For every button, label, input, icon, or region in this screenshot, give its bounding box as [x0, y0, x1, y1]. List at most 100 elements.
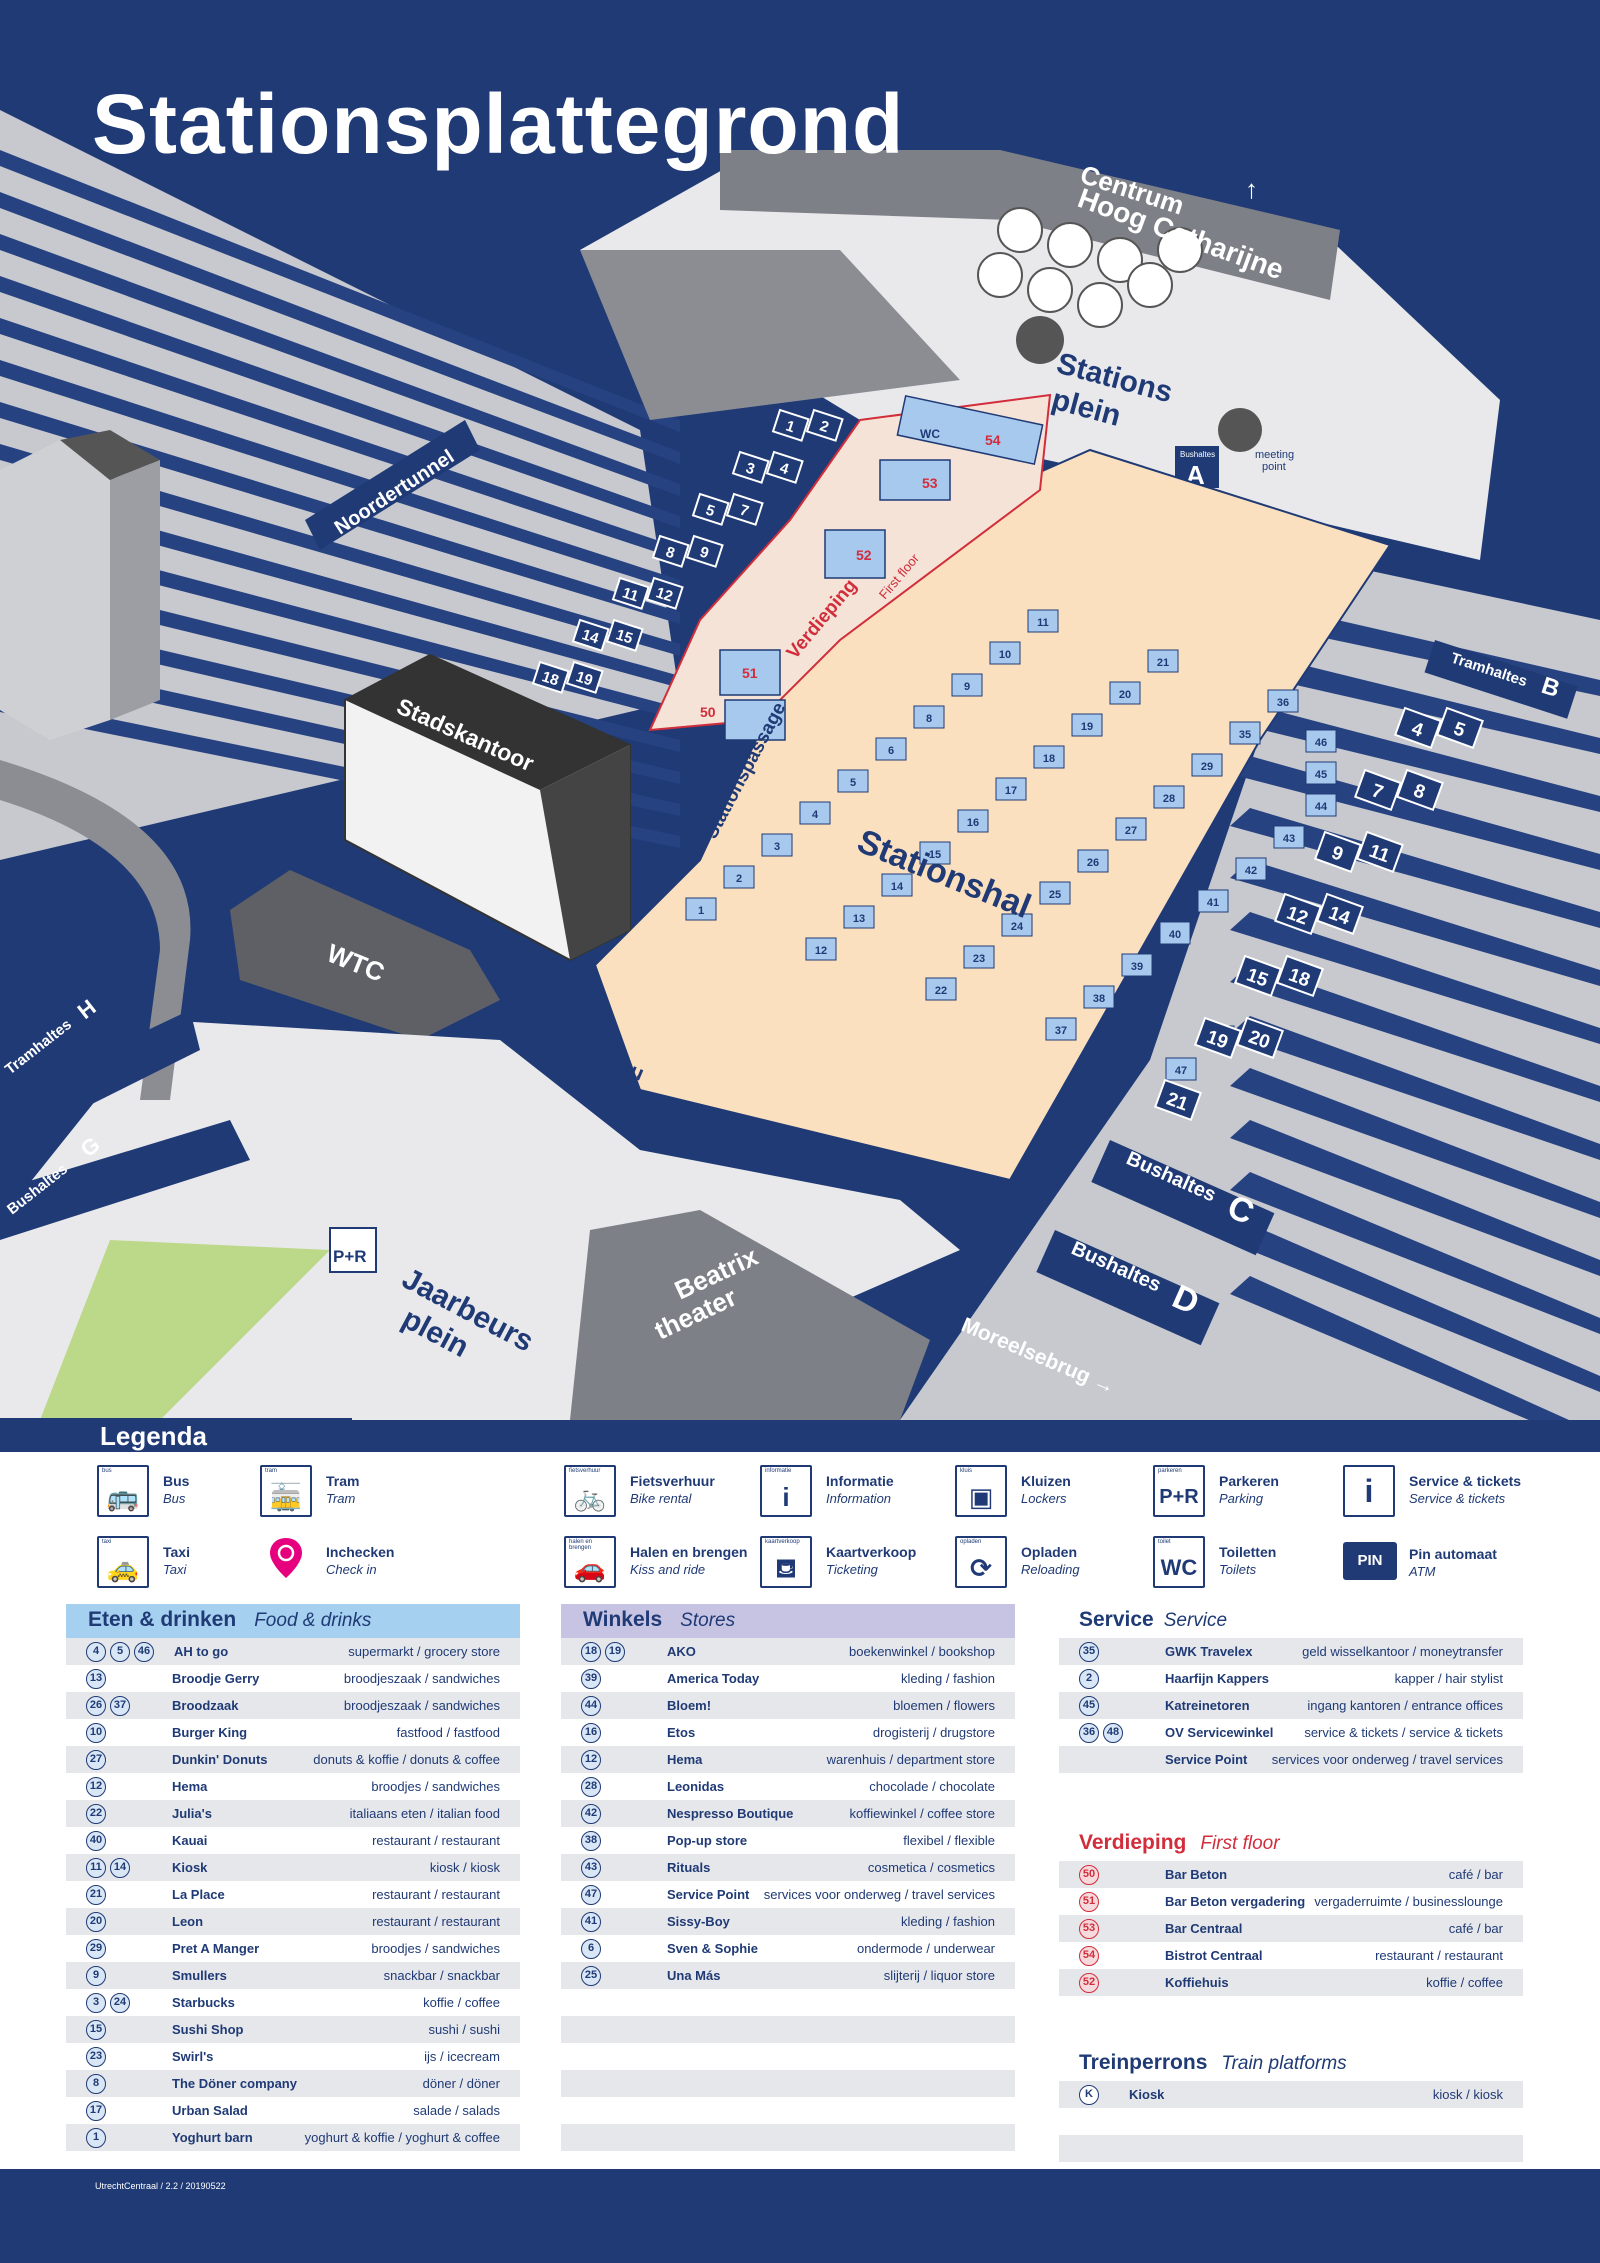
shop-description: service & tickets / service & tickets	[1304, 1725, 1503, 1740]
shop-number: 26	[1087, 857, 1099, 869]
shop-name: Nespresso Boutique	[667, 1806, 794, 1821]
shop-description: slijterij / liquor store	[883, 1968, 995, 1983]
shop-name: GWK Travelex	[1165, 1644, 1253, 1659]
shop-number: 41	[1207, 897, 1219, 909]
shop-number-badges: 23	[86, 2047, 110, 2067]
rail-track	[0, 486, 680, 688]
taxi-icon: taxi🚕	[97, 1536, 149, 1588]
rail-track	[0, 234, 680, 496]
shop-description: café / bar	[1448, 1921, 1503, 1936]
shop-number: 38	[1093, 993, 1105, 1005]
shop-number: 18	[1043, 753, 1055, 765]
shop-unit	[1083, 985, 1115, 1009]
rail-track	[1230, 1172, 1600, 1334]
shop-unit	[1045, 1017, 1077, 1041]
shop-number: 48	[1103, 1723, 1123, 1743]
platform-number-sign: 9	[685, 534, 724, 568]
shop-unit	[1077, 849, 1109, 873]
shop-name: Rituals	[667, 1860, 711, 1875]
shop-number: 4	[86, 1642, 106, 1662]
atm-icon: PIN	[1343, 1542, 1397, 1580]
shop-name: Pret A Manger	[172, 1941, 260, 1956]
shop-number: 6	[581, 1939, 601, 1959]
kiss-ride-icon: halen en brengen🚗	[564, 1536, 616, 1588]
shop-name: Haarfijn Kappers	[1165, 1671, 1270, 1686]
shop-description: vergaderruimte / businesslounge	[1314, 1894, 1503, 1909]
shop-unit	[723, 865, 755, 889]
shop-unit	[989, 641, 1021, 665]
shop-number-badges: 38	[581, 1831, 605, 1851]
shop-unit	[1115, 817, 1147, 841]
shop-description: broodjeszaak / sandwiches	[343, 1698, 500, 1713]
shop-number-badges: 43	[581, 1858, 605, 1878]
footer-version: UtrechtCentraal / 2.2 / 20190522	[95, 2181, 226, 2191]
shop-number: 47	[581, 1885, 601, 1905]
shop-number: 24	[1011, 921, 1024, 933]
platform-number-sign: 7	[725, 492, 764, 526]
platform-number-sign: 11	[611, 576, 650, 610]
shop-number: 8	[86, 2074, 106, 2094]
shop-number-badges: 1	[86, 2128, 110, 2148]
shop-description: flexibel / flexible	[903, 1833, 995, 1848]
shop-number-badges: 22	[86, 1804, 110, 1824]
shop-description: broodjes / sandwiches	[371, 1779, 500, 1794]
shop-description: warenhuis / department store	[826, 1752, 995, 1767]
shop-number: 13	[853, 913, 865, 925]
shop-number: 39	[1131, 961, 1143, 973]
shop-unit	[1305, 761, 1337, 785]
shop-name: Sven & Sophie	[667, 1941, 759, 1956]
shop-unit	[1229, 721, 1261, 745]
shop-number-badges: 40	[86, 1831, 110, 1851]
shop-number: 14	[891, 881, 904, 893]
shop-name: Julia's	[172, 1806, 212, 1821]
shop-description: kiosk / kiosk	[1432, 2087, 1503, 2102]
shop-number: 23	[973, 953, 985, 965]
shop-name: Koffiehuis	[1165, 1975, 1229, 1990]
list-item	[561, 2124, 1015, 2151]
list-item: 22 Julia's italiaans eten / italian food	[66, 1800, 520, 1827]
shop-name: Burger King	[172, 1725, 248, 1740]
shop-unit	[843, 905, 875, 929]
shop-number: 43	[581, 1858, 601, 1878]
shop-unit	[951, 673, 983, 697]
tram-icon: tram🚋	[260, 1465, 312, 1517]
shop-number: 44	[1315, 801, 1328, 813]
list-item	[561, 2016, 1015, 2043]
shop-number: 11	[86, 1858, 106, 1878]
list-item	[561, 2097, 1015, 2124]
shop-unit	[957, 809, 989, 833]
shop-description: italiaans eten / italian food	[349, 1806, 500, 1821]
meeting-point-label-2: point	[1262, 461, 1286, 473]
shop-unit	[919, 841, 951, 865]
shop-number: 16	[967, 817, 979, 829]
shop-description: koffie / coffee	[423, 1995, 500, 2010]
platform-number-sign: 19	[565, 660, 604, 694]
platform-number: 18	[540, 668, 561, 689]
shop-description: koffiewinkel / coffee store	[849, 1806, 996, 1821]
ticket-icon: kaartverkoop⛾	[760, 1536, 812, 1588]
shop-number: 11	[1037, 617, 1049, 629]
shop-number: 46	[134, 1642, 154, 1662]
shop-description: ondermode / underwear	[856, 1941, 995, 1956]
platform-number-sign: 5	[1435, 706, 1484, 750]
shop-number-badges: 50	[1079, 1865, 1103, 1885]
shop-unit	[1121, 953, 1153, 977]
shop-number: 45	[1315, 769, 1327, 781]
shop-description: salade / salads	[413, 2103, 500, 2118]
shop-unit	[995, 777, 1027, 801]
list-item	[1059, 2135, 1523, 2162]
shop-number: 22	[935, 985, 947, 997]
